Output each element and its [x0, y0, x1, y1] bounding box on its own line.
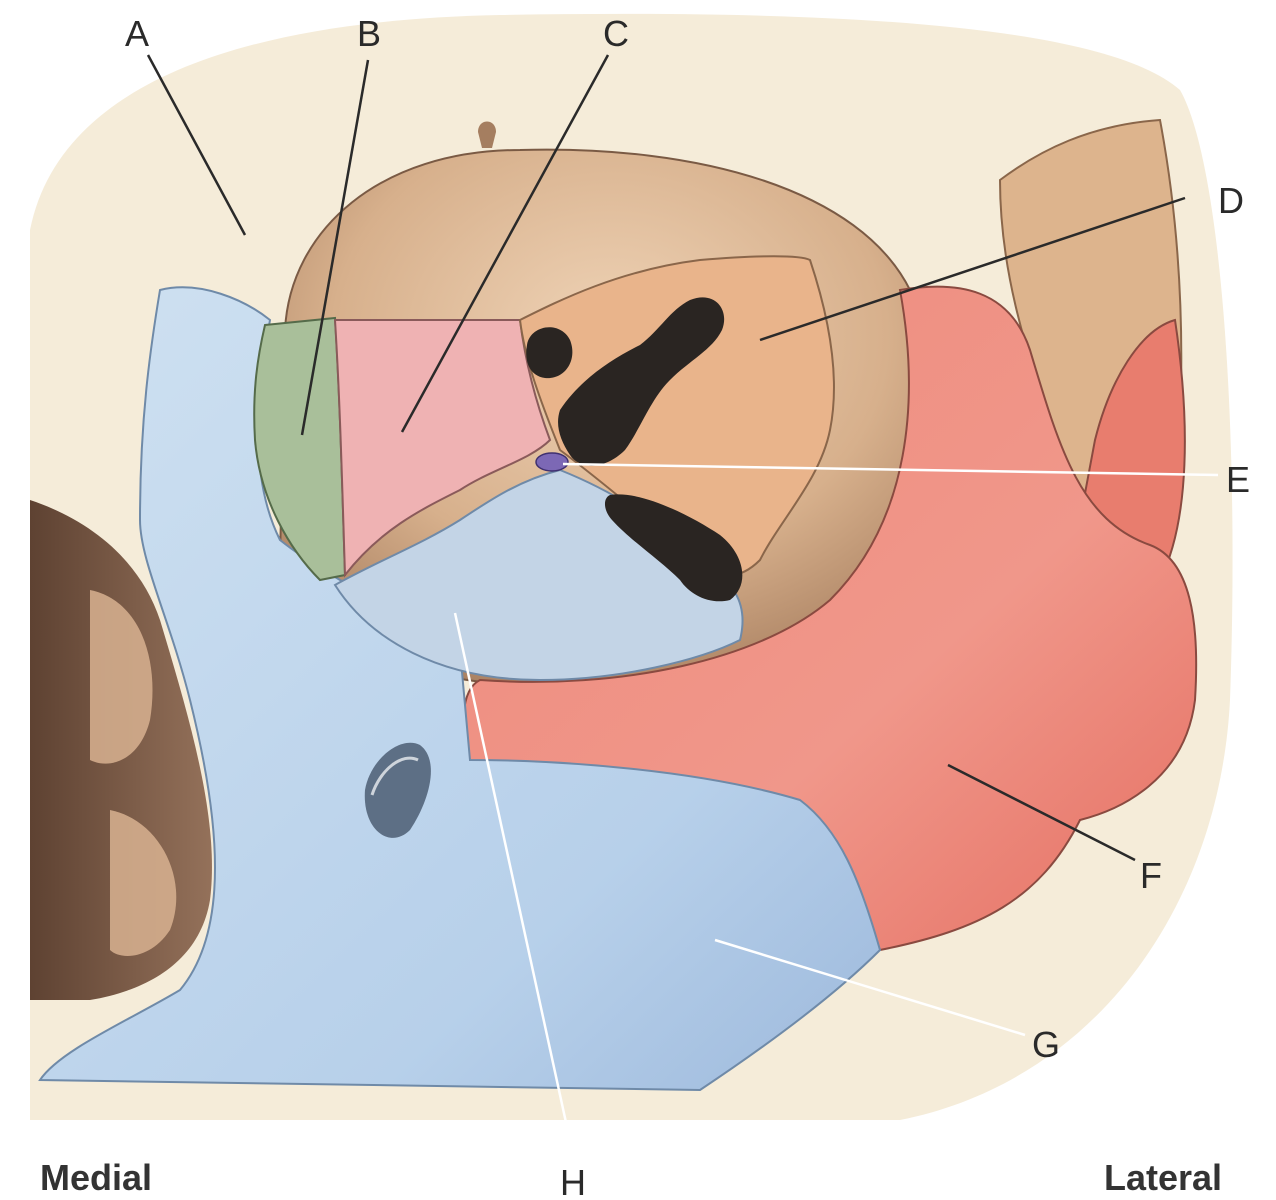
leader-line-d — [759, 196, 1186, 342]
leader-line-b — [300, 59, 370, 436]
callout-label-d: D — [1218, 180, 1244, 221]
orientation-label-lateral: Lateral — [1104, 1157, 1222, 1198]
nasal-concha-shape — [110, 810, 177, 956]
callout-label-g: G — [1032, 1024, 1060, 1065]
callout-label-c: C — [603, 13, 629, 54]
leader-line-h — [453, 612, 574, 1151]
ethmoid-bone-region — [333, 319, 552, 578]
inferior-orbital-fissure-shape — [604, 494, 743, 602]
nasal-concha-shape — [90, 590, 153, 764]
callout-label-h: H — [560, 1162, 586, 1200]
leader-line-g — [714, 938, 1026, 1037]
infraorbital-foramen-rim — [370, 756, 419, 796]
leader-line-a — [146, 54, 247, 236]
supraorbital-notch-shape — [478, 121, 496, 148]
callout-label-a: A — [125, 13, 149, 54]
leader-line-e — [562, 462, 1219, 477]
palatine-bone-region — [535, 452, 569, 472]
infraorbital-foramen-shape — [364, 742, 431, 838]
leader-line-c — [400, 54, 610, 433]
callout-label-b: B — [357, 13, 381, 54]
sphenoid-bone-region — [518, 255, 835, 577]
callout-label-e: E — [1226, 459, 1250, 500]
optic-canal-shape — [526, 327, 573, 379]
leader-line-f — [947, 763, 1136, 862]
maxilla-region — [38, 286, 882, 1092]
orientation-label-medial: Medial — [40, 1157, 152, 1198]
callout-label-f: F — [1140, 855, 1162, 896]
superior-orbital-fissure-shape — [558, 297, 725, 466]
